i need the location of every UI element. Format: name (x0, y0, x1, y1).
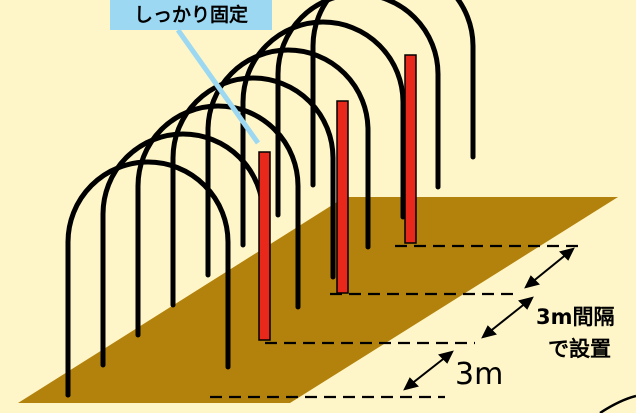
double-arrow-icon (403, 350, 454, 391)
arch (170, 75, 336, 308)
arch (205, 47, 371, 278)
stake (404, 54, 417, 244)
arch (135, 103, 301, 338)
arch (100, 131, 266, 368)
stakes (258, 54, 417, 341)
corner-curve (599, 394, 636, 413)
callout-label: しっかり固定 (134, 3, 248, 26)
arch (65, 159, 231, 398)
arch (310, 0, 476, 188)
callout-box (110, 0, 272, 30)
stake (258, 151, 271, 341)
arch (240, 19, 406, 248)
spacing-label-line1: 3m間隔 (536, 305, 615, 329)
distance-label: 3m (455, 357, 503, 392)
callout-pointer (175, 28, 261, 145)
dashed-lines (210, 244, 580, 399)
double-arrow-icon (524, 247, 575, 289)
ground-plane (18, 197, 618, 403)
arch (275, 0, 441, 218)
spacing-label-line2: で設置 (548, 337, 611, 361)
double-arrow-icon (481, 296, 534, 339)
arches (65, 0, 476, 398)
stake (336, 100, 349, 294)
